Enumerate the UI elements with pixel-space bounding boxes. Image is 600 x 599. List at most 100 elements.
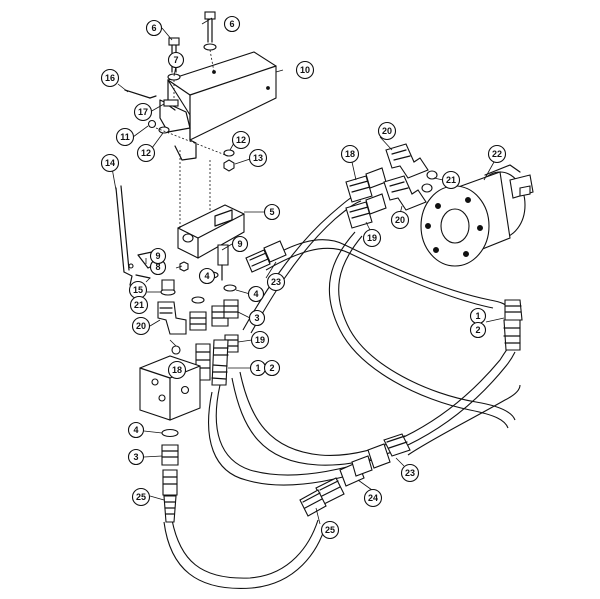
callout-19a-label: 19 (255, 335, 265, 345)
hose-f2 (163, 521, 327, 589)
callout-22-label: 22 (492, 149, 502, 159)
callout-3b: 3 (127, 448, 145, 466)
control-valve-5 (177, 150, 245, 259)
callout-25b: 25 (320, 520, 340, 540)
callout-17: 17 (133, 102, 153, 122)
callout-4a-label: 4 (204, 271, 209, 281)
callout-9a: 9 (231, 235, 249, 253)
hose-b (239, 344, 511, 456)
callout-2a-label: 2 (269, 363, 274, 373)
callout-23a-label: 23 (271, 277, 281, 287)
callout-21a-label: 21 (134, 300, 144, 310)
hose-a2 (250, 200, 362, 334)
callout-16-label: 16 (105, 73, 115, 83)
callout-25a-label: 25 (136, 492, 146, 502)
callout-3a-label: 3 (254, 313, 259, 323)
fitting-23-upper (245, 240, 287, 273)
callout-12b-label: 12 (236, 135, 246, 145)
callout-4c: 4 (127, 421, 145, 439)
callout-15: 15 (128, 280, 148, 300)
callout-20a: 20 (131, 316, 151, 336)
callout-24: 24 (363, 488, 383, 508)
callout-24-label: 24 (368, 493, 378, 503)
callout-12b: 12 (231, 130, 251, 150)
hose-d2 (265, 247, 494, 309)
callout-13-label: 13 (253, 153, 263, 163)
callout-1a: 1 (249, 359, 267, 377)
callout-6b-label: 6 (229, 19, 234, 29)
callout-20a-label: 20 (136, 321, 146, 331)
callout-4b-label: 4 (253, 289, 258, 299)
callout-15-label: 15 (133, 285, 143, 295)
callout-9b: 9 (149, 247, 167, 265)
callout-19b: 19 (362, 228, 382, 248)
callout-16: 16 (100, 68, 120, 88)
callout-21b: 21 (441, 170, 461, 190)
bolts-6 (167, 11, 217, 100)
lower-left-fittings (161, 428, 179, 523)
callout-18a-label: 18 (172, 365, 182, 375)
callout-20b-label: 20 (382, 126, 392, 136)
hydraulic-motor-22 (420, 164, 534, 267)
callout-21b-label: 21 (446, 175, 456, 185)
callout-5-label: 5 (269, 207, 274, 217)
callout-25b-label: 25 (325, 525, 335, 535)
callout-10: 10 (295, 60, 315, 80)
callout-1b-label: 1 (475, 311, 480, 321)
small-hardware (124, 89, 235, 172)
callout-11-label: 11 (120, 132, 130, 142)
hose-a (242, 193, 359, 331)
callout-10-label: 10 (300, 65, 310, 75)
callout-19b-label: 19 (367, 233, 377, 243)
callout-20c: 20 (390, 210, 410, 230)
callout-2b: 2 (469, 321, 487, 339)
callout-3b-label: 3 (133, 452, 138, 462)
callout-4b: 4 (247, 285, 265, 303)
hose-lines (163, 193, 521, 589)
callout-12a-label: 12 (141, 148, 151, 158)
callout-4a: 4 (198, 267, 216, 285)
callout-14-label: 14 (105, 158, 115, 168)
hose-c2 (338, 235, 516, 421)
callout-7-label: 7 (173, 55, 178, 65)
lower-fittings (299, 433, 411, 517)
callout-13: 13 (248, 148, 268, 168)
callout-17-label: 17 (138, 107, 148, 117)
callout-22: 22 (487, 144, 507, 164)
hose-c (328, 231, 509, 429)
hose-e (215, 384, 373, 476)
callout-18a: 18 (167, 360, 187, 380)
callout-6a-label: 6 (151, 23, 156, 33)
callout-2b-label: 2 (475, 325, 480, 335)
callout-5: 5 (263, 203, 281, 221)
callout-1b: 1 (469, 307, 487, 325)
callout-25a: 25 (131, 487, 151, 507)
callout-2a: 2 (263, 359, 281, 377)
callout-23b: 23 (400, 463, 420, 483)
callout-21a: 21 (129, 295, 149, 315)
callout-4c-label: 4 (133, 425, 138, 435)
control-rod-14 (115, 185, 134, 286)
callout-8-label: 8 (155, 262, 160, 272)
callout-6a: 6 (145, 19, 163, 37)
callout-20b: 20 (377, 121, 397, 141)
hose-f (171, 519, 319, 579)
callout-20c-label: 20 (395, 215, 405, 225)
callout-9b-label: 9 (155, 251, 160, 261)
callout-11: 11 (115, 127, 135, 147)
callout-6b: 6 (223, 15, 241, 33)
hose-d (261, 239, 511, 311)
callout-23a: 23 (266, 272, 286, 292)
hose-g (407, 384, 521, 456)
right-fitting-1-2 (503, 299, 523, 351)
callout-19a: 19 (250, 330, 270, 350)
callout-23b-label: 23 (405, 468, 415, 478)
callout-18b: 18 (340, 144, 360, 164)
callout-14: 14 (100, 153, 120, 173)
callout-12a: 12 (136, 143, 156, 163)
callouts: 6 6 7 10 16 17 11 12 (100, 15, 507, 540)
callout-7: 7 (167, 51, 185, 69)
callout-9a-label: 9 (237, 239, 242, 249)
